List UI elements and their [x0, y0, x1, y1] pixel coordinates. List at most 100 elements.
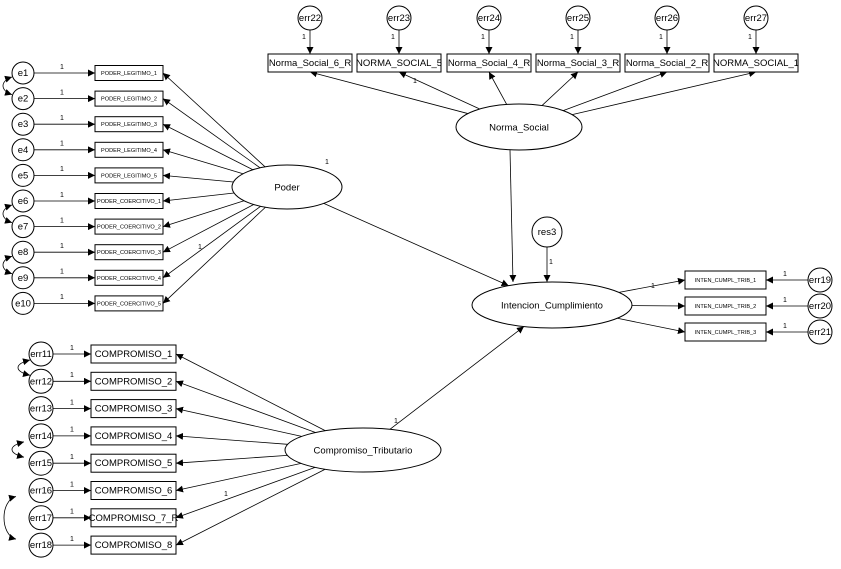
error-label: e4: [18, 145, 29, 156]
observed-label: PODER_LEGITIMO_1: [101, 71, 157, 77]
loading-compromiso-2: [175, 380, 316, 433]
error-label: e5: [18, 170, 29, 181]
observed-compromiso-8: COMPROMISO_8: [90, 535, 177, 555]
covariance-poder-2: [2, 203, 13, 224]
observed-poder-1: PODER_LEGITIMO_1: [94, 65, 164, 81]
structural-norma-to-intencion: [509, 149, 517, 283]
error-label: err22: [299, 13, 321, 24]
error-err13: err13: [28, 396, 54, 422]
observed-label: PODER_COERCITIVO_5: [97, 301, 161, 307]
weight-err22: 1: [302, 34, 306, 41]
weight-err19: 1: [783, 271, 787, 278]
observed-poder-2: PODER_LEGITIMO_2: [94, 90, 164, 107]
error-label: e2: [18, 94, 29, 105]
error-err12: err12: [28, 368, 54, 394]
loading-norma-5: [563, 71, 668, 111]
observed-label: PODER_LEGITIMO_5: [101, 173, 157, 179]
error-label: e3: [18, 119, 29, 130]
weight-e4: 1: [60, 141, 64, 148]
error-label: e10: [15, 298, 31, 309]
error-err16: err16: [28, 478, 54, 503]
observed-norma-2: NORMA_SOCIAL_5: [356, 53, 442, 73]
loading-poder-9: [162, 205, 261, 279]
latent-intencion-cumplimiento: Intencion_Cumplimiento: [471, 281, 633, 329]
error-err17: err17: [28, 505, 54, 531]
residual-label: res3: [538, 227, 556, 238]
error-label: err11: [30, 349, 51, 360]
observed-label: PODER_LEGITIMO_2: [101, 97, 157, 103]
error-err18: err18: [28, 532, 54, 558]
observed-poder-10: PODER_COERCITIVO_5: [94, 295, 164, 312]
error-err21: err21: [807, 319, 833, 345]
observed-label: NORMA_SOCIAL_1: [713, 58, 799, 69]
error-label: err15: [30, 458, 52, 469]
loading-norma-4: [541, 71, 579, 106]
observed-label: PODER_COERCITIVO_4: [97, 276, 161, 282]
error-label: err19: [809, 275, 831, 286]
latent-label: Norma_Social: [489, 123, 549, 134]
observed-label: Norma_Social_3_R: [537, 58, 620, 69]
observed-compromiso-3: COMPROMISO_3: [90, 399, 177, 419]
weight-e6: 1: [60, 192, 64, 199]
loading-poder-2: [162, 98, 261, 169]
observed-label: PODER_LEGITIMO_4: [101, 148, 157, 154]
error-label: err17: [30, 513, 52, 524]
observed-label: INTEN_CUMPL_TRIB_1: [695, 278, 757, 284]
error-err19: err19: [807, 267, 833, 293]
weight-residual: 1: [549, 259, 553, 266]
error-e1: e1: [11, 61, 35, 85]
loading-intencion-3: [617, 317, 686, 335]
observed-poder-3: PODER_LEGITIMO_3: [94, 116, 164, 133]
observed-norma-3: Norma_Social_4_R: [446, 53, 532, 73]
weight-e10: 1: [60, 294, 64, 301]
weight-e2: 1: [60, 89, 64, 96]
observed-label: COMPROMISO_7_R: [89, 513, 179, 524]
observed-label: PODER_LEGITIMO_3: [101, 122, 157, 128]
loading-poder-6: [162, 192, 235, 204]
observed-label: PODER_COERCITIVO_2: [97, 225, 161, 231]
loading-poder-4: [162, 148, 244, 175]
error-e2: e2: [11, 87, 35, 111]
loading-compromiso-6: [175, 463, 302, 493]
observed-label: COMPROMISO_8: [95, 540, 173, 551]
loading-compromiso-3: [175, 406, 302, 437]
error-err23: err23: [386, 5, 412, 31]
weight-norma-extra: 1: [413, 78, 417, 85]
loading-compromiso-8: [175, 468, 326, 546]
loading-poder-10: [162, 206, 266, 304]
structural-poder-to-intencion: [323, 203, 509, 287]
weight-err14: 1: [70, 427, 74, 434]
weight-err15: 1: [70, 454, 74, 461]
error-label: e8: [18, 247, 29, 258]
observed-label: COMPROMISO_1: [95, 349, 173, 360]
observed-poder-9: PODER_COERCITIVO_4: [94, 269, 164, 286]
loading-norma-2: [398, 71, 480, 110]
loading-poder-8: [162, 204, 254, 253]
error-label: e6: [18, 196, 29, 207]
structural-compromiso-to-intencion: [389, 326, 525, 430]
observed-intencion-3: INTEN_CUMPL_TRIB_3: [684, 322, 767, 342]
weight-err24: 1: [481, 34, 485, 41]
error-label: err13: [30, 404, 52, 415]
observed-norma-4: Norma_Social_3_R: [535, 53, 621, 73]
error-e8: e8: [11, 240, 35, 264]
weight-e8: 1: [60, 243, 64, 250]
error-label: e7: [18, 222, 29, 233]
observed-compromiso-5: COMPROMISO_5: [90, 453, 177, 473]
observed-compromiso-1: COMPROMISO_1: [90, 344, 177, 364]
weight-err21: 1: [783, 323, 787, 330]
error-e9: e9: [11, 266, 35, 290]
observed-label: COMPROMISO_4: [95, 431, 173, 442]
error-label: err27: [745, 13, 767, 24]
loading-compromiso-5: [175, 454, 288, 467]
covariance-compromiso-2: [11, 440, 25, 459]
error-err11: err11: [28, 341, 54, 367]
observed-compromiso-7: COMPROMISO_7_R: [89, 508, 179, 528]
error-e10: e10: [11, 291, 35, 315]
error-label: err18: [30, 540, 52, 551]
error-label: err26: [656, 13, 678, 24]
error-label: err21: [809, 327, 831, 338]
loading-poder-3: [162, 123, 254, 171]
observed-label: Norma_Social_2_R: [626, 58, 709, 69]
weight-err25: 1: [570, 34, 574, 41]
